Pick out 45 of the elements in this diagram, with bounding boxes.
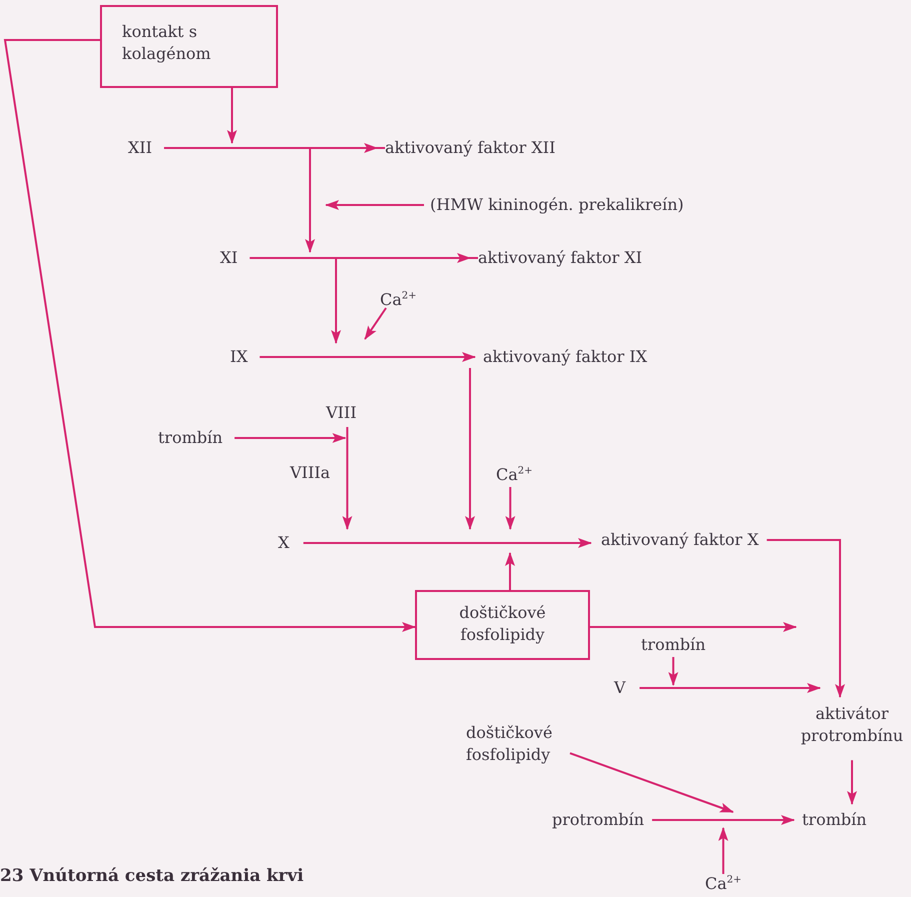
arrow <box>570 752 734 813</box>
arrow <box>4 39 416 632</box>
factor-label: VIIIa <box>290 463 330 483</box>
factor-label: XI <box>220 248 238 268</box>
arrow <box>331 257 478 344</box>
arrow <box>766 539 845 698</box>
arrow <box>364 307 387 340</box>
factor-label: Ca$^{2+}$ <box>380 290 417 310</box>
arrow <box>668 657 678 686</box>
arrow <box>640 683 821 693</box>
arrow <box>305 147 385 253</box>
process-box: doštičkové fosfolipidy <box>415 590 590 660</box>
factor-label: trombín <box>158 428 223 448</box>
factor-label: aktivovaný faktor XI <box>478 248 642 268</box>
factor-label: V <box>614 678 626 698</box>
process-box: kontakt s kolagénom <box>100 5 278 88</box>
arrow <box>718 827 728 874</box>
arrow <box>260 352 476 362</box>
factor-label: (HMW kininogén. prekalikreín) <box>430 195 684 215</box>
arrow <box>303 538 592 548</box>
factor-label: aktivovaný faktor XII <box>385 138 556 158</box>
arrow <box>590 622 797 632</box>
arrow <box>505 487 516 530</box>
arrow <box>234 433 346 443</box>
arrow <box>325 200 424 210</box>
factor-label: Ca$^{2+}$ <box>705 874 742 894</box>
factor-label: trombín <box>802 810 867 830</box>
factor-label: trombín <box>641 635 706 655</box>
factor-label: X <box>278 533 290 553</box>
arrow <box>465 368 475 530</box>
arrow <box>505 552 515 590</box>
arrow <box>847 760 857 805</box>
factor-label: aktivovaný faktor IX <box>483 347 648 367</box>
figure-caption: 23 Vnútorná cesta zrážania krvi <box>0 866 304 886</box>
factor-label: doštičkové fosfolipidy <box>466 722 574 766</box>
arrow <box>652 815 795 825</box>
factor-label: IX <box>230 347 248 367</box>
factor-label: aktivátor protrombínu <box>796 703 908 746</box>
factor-label: protrombín <box>552 810 644 830</box>
arrow <box>227 88 237 144</box>
factor-label: VIII <box>326 403 357 423</box>
factor-label: aktivovaný faktor X <box>601 530 759 550</box>
arrow <box>342 427 352 530</box>
factor-label: XII <box>128 138 152 158</box>
factor-label: Ca$^{2+}$ <box>496 465 533 485</box>
